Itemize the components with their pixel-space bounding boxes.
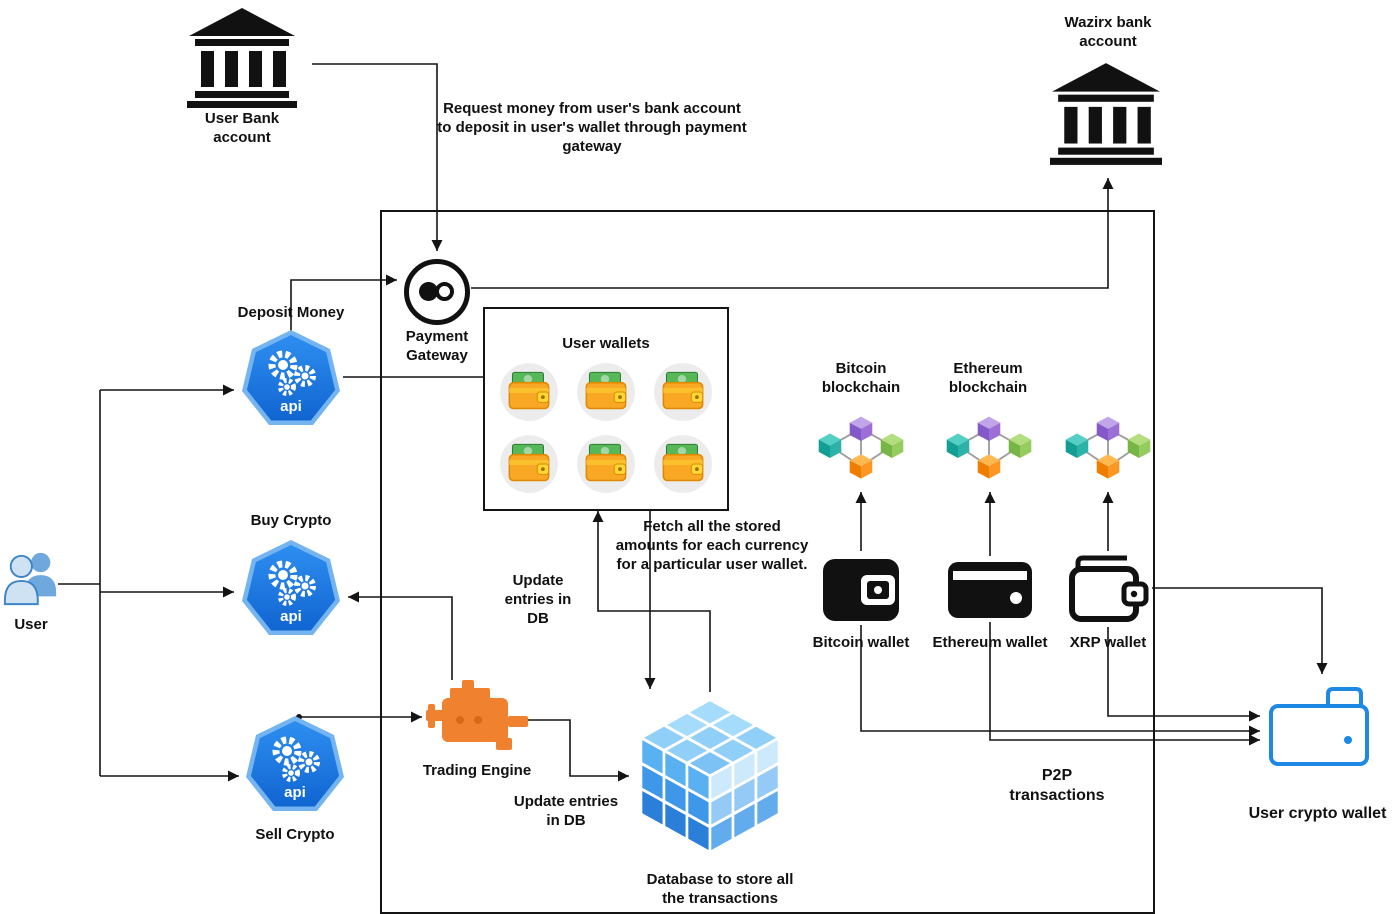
api-badge: api <box>284 784 306 801</box>
ethereum-wallet-label: Ethereum wallet <box>932 634 1048 651</box>
annotation-update-entries-engine: Update entries in DB <box>513 793 619 829</box>
buy-crypto-label: Buy Crypto <box>250 512 332 529</box>
edge-xrpwallet-to-cryptowallet-top <box>1152 587 1328 674</box>
edge-database-to-wallets <box>592 511 711 692</box>
trading-engine-label: Trading Engine <box>422 762 532 779</box>
api-gears-icon <box>241 540 341 640</box>
ethereum-wallet-icon <box>948 558 1032 620</box>
edge-deposit-to-gateway <box>290 274 397 331</box>
user-bank-label: User Bank account <box>204 110 280 146</box>
sell-crypto-api-icon: api <box>245 716 345 816</box>
edge-userbank-to-gateway <box>312 63 443 251</box>
wallet-cash-icon <box>652 361 714 423</box>
edge-gateway-to-wazirxbank <box>471 178 1114 289</box>
payment-gateway-label: Payment Gateway <box>405 328 469 364</box>
buy-crypto-api-icon: api <box>241 540 341 640</box>
annotation-p2p: P2P transactions <box>1009 767 1105 804</box>
annotation-request-money: Request money from user's bank account t… <box>437 100 747 155</box>
wazirx-bank-icon <box>1050 62 1162 166</box>
wallet-cash-icon <box>498 361 560 423</box>
user-bank-icon <box>186 8 298 108</box>
edge-btcwallet-to-cryptowallet <box>860 625 1260 737</box>
xrp-wallet-icon <box>1068 551 1150 625</box>
api-gears-icon <box>241 330 341 430</box>
api-gears-icon <box>245 716 345 816</box>
ethereum-blockchain-icon <box>942 398 1036 486</box>
user-wallets-box: User wallets <box>483 307 729 511</box>
user-wallets-title: User wallets <box>562 335 650 352</box>
database-icon <box>635 693 785 861</box>
edge-ethwallet-to-cryptowallet <box>989 622 1260 746</box>
user-crypto-wallet-icon <box>1268 682 1370 768</box>
edge-engine-to-database <box>528 719 629 782</box>
user-label: User <box>14 616 48 633</box>
annotation-update-entries-wallets: Update entries in DB <box>504 572 572 627</box>
wallet-cash-icon <box>575 433 637 495</box>
xrp-blockchain-icon <box>1061 398 1155 486</box>
bitcoin-wallet-icon <box>823 553 899 623</box>
wallet-cash-icon <box>575 361 637 423</box>
database-label: Database to store all the transactions <box>646 871 794 907</box>
user-wallets-grid <box>498 361 714 495</box>
bitcoin-blockchain-icon <box>814 398 908 486</box>
wallet-cash-icon <box>498 433 560 495</box>
system-boundary-box <box>380 210 1155 914</box>
gateway-dot-filled <box>419 282 438 301</box>
api-badge: api <box>280 608 302 625</box>
edge-engine-to-buy <box>348 591 453 680</box>
edge-xrpwallet-to-cryptowallet-bottom <box>1107 627 1260 722</box>
xrp-wallet-label: XRP wallet <box>1069 634 1147 651</box>
gateway-dot-ring <box>435 282 454 301</box>
wazirx-bank-label: Wazirx bank account <box>1064 14 1152 50</box>
deposit-money-api-icon: api <box>241 330 341 430</box>
user-crypto-wallet-label: User crypto wallet <box>1248 805 1387 822</box>
bitcoin-blockchain-label: Bitcoin blockchain <box>821 360 901 396</box>
user-icon <box>2 548 60 610</box>
sell-crypto-label: Sell Crypto <box>255 826 335 843</box>
bitcoin-wallet-label: Bitcoin wallet <box>812 634 910 651</box>
wallet-cash-icon <box>652 433 714 495</box>
api-badge: api <box>280 398 302 415</box>
trading-engine-icon <box>426 680 528 758</box>
annotation-fetch-amounts: Fetch all the stored amounts for each cu… <box>615 518 809 573</box>
ethereum-blockchain-label: Ethereum blockchain <box>948 360 1028 396</box>
deposit-money-label: Deposit Money <box>237 304 345 321</box>
payment-gateway-icon <box>404 259 470 325</box>
